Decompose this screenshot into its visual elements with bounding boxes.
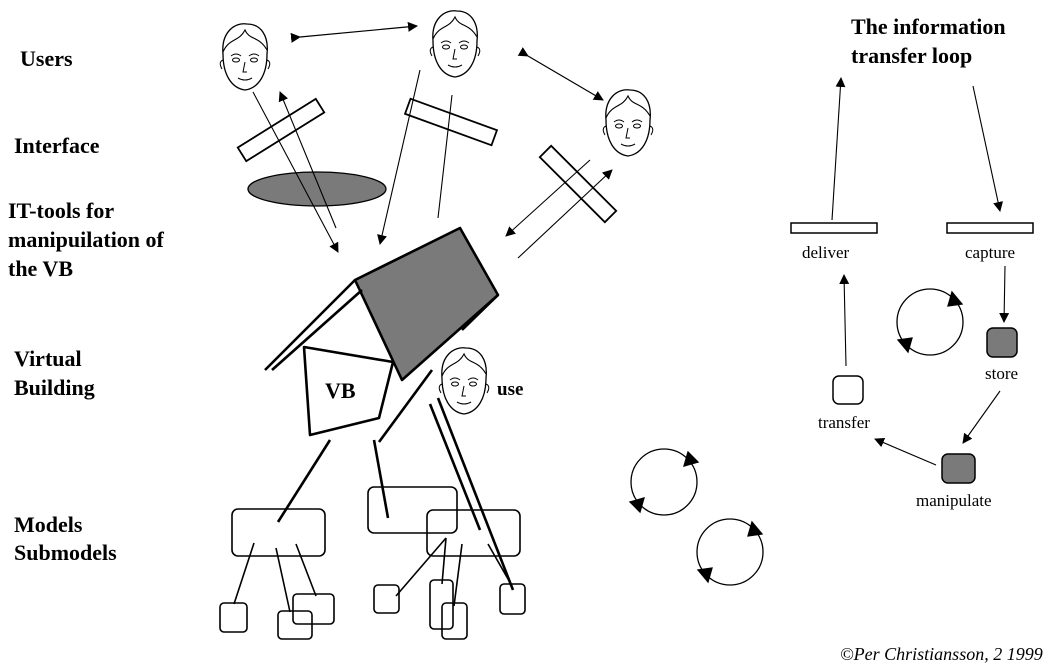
face-icon — [429, 10, 481, 78]
interface-bar — [538, 144, 618, 224]
transfer-label: transfer — [818, 413, 870, 432]
user-link-arrow — [290, 21, 418, 43]
interface-arrow — [377, 69, 421, 245]
label-it-tools-line2: manipuilation of — [8, 227, 165, 252]
interface-lens — [247, 171, 387, 207]
interface-bars — [236, 97, 618, 224]
label-interface: Interface — [14, 133, 100, 158]
capture-bar — [946, 222, 1034, 234]
interface-arrow — [252, 91, 339, 253]
submodel-link — [275, 547, 291, 613]
tools-edge — [271, 289, 363, 371]
submodel-box — [277, 610, 313, 640]
loop-arrow — [839, 274, 850, 367]
manipulate-box — [941, 453, 976, 484]
virtual-building — [264, 226, 500, 443]
interface-arrow — [505, 159, 591, 237]
loop-title-line2: transfer loop — [851, 43, 972, 68]
label-it-tools-line3: the VB — [8, 256, 73, 281]
transfer-loop: The information transfer loop deliver ca… — [790, 14, 1034, 510]
submodel-link — [295, 543, 317, 597]
interface-bar — [236, 97, 326, 163]
label-users: Users — [20, 46, 73, 71]
left-labels: Users Interface IT-tools for manipuilati… — [8, 46, 165, 565]
submodel-links — [233, 537, 513, 613]
transfer-box — [832, 375, 864, 405]
credit-line: ©Per Christiansson, 2 1999 — [840, 644, 1043, 664]
user-link-arrows — [290, 21, 604, 101]
model-link — [436, 397, 515, 591]
loop-arrow — [874, 437, 937, 466]
submodel-box — [292, 593, 335, 625]
face-icon — [602, 89, 654, 157]
model-link — [428, 403, 482, 531]
face-icon — [219, 23, 271, 91]
model-box — [231, 508, 326, 557]
store-box — [986, 327, 1018, 358]
model-link — [372, 439, 390, 519]
submodel-box — [219, 602, 248, 633]
interface-arrow — [437, 94, 453, 219]
deliver-label: deliver — [802, 243, 850, 262]
submodel-link — [233, 542, 255, 605]
models — [219, 486, 526, 640]
cycle-arrow-icon — [628, 448, 700, 516]
face-icon — [438, 347, 490, 415]
deliver-bar — [790, 222, 878, 234]
submodel-link — [395, 537, 447, 597]
cycle-arrow-icon — [696, 518, 764, 586]
vb-label: VB — [325, 378, 356, 403]
vb-box — [302, 345, 395, 437]
interface-arrow — [278, 91, 337, 229]
tools-edge — [264, 279, 356, 371]
cycle-icons — [628, 288, 964, 586]
submodel-link — [487, 543, 513, 587]
submodel-link — [441, 537, 447, 585]
model-box — [426, 509, 521, 557]
submodel-box — [499, 583, 526, 615]
loop-arrow — [831, 77, 846, 221]
label-virtual-line2: Building — [14, 375, 95, 400]
loop-arrow — [962, 390, 1001, 444]
cycle-arrow-icon — [896, 288, 964, 356]
loop-title-line1: The information — [851, 14, 1006, 39]
vb-edge — [377, 369, 434, 443]
submodel-box — [373, 584, 400, 614]
submodel-box — [441, 602, 468, 640]
capture-label: capture — [965, 243, 1015, 262]
label-it-tools-line1: IT-tools for — [8, 198, 114, 223]
label-virtual-line1: Virtual — [14, 346, 82, 371]
user-faces — [219, 10, 654, 415]
loop-arrow — [999, 265, 1010, 323]
tools-edge — [461, 294, 499, 331]
submodel-link — [453, 543, 463, 607]
interface-arrow — [517, 169, 613, 259]
label-models: Models — [14, 512, 83, 537]
loop-arrow — [972, 85, 1003, 212]
interface-arrows — [252, 69, 613, 259]
store-label: store — [985, 364, 1018, 383]
use-label: use — [497, 379, 523, 400]
manipulate-label: manipulate — [916, 491, 992, 510]
label-submodels: Submodels — [14, 540, 117, 565]
user-link-arrow — [517, 47, 604, 101]
